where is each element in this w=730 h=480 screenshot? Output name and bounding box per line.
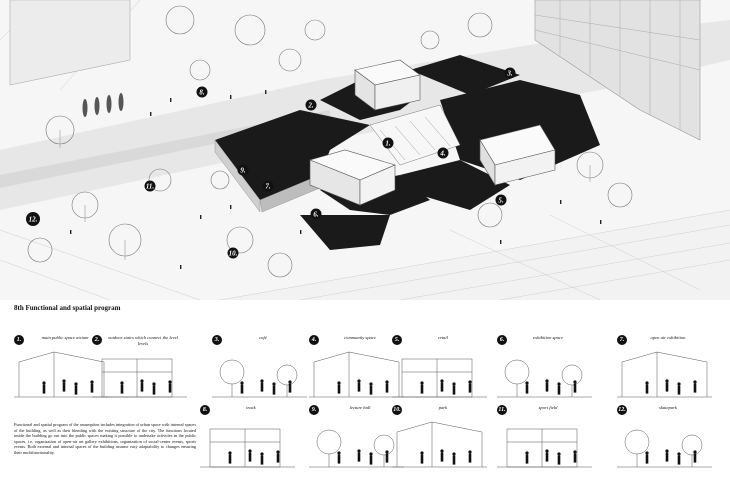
program-number-badge: 2. xyxy=(92,335,102,345)
program-caption: café xyxy=(259,335,267,340)
program-caption: track xyxy=(246,405,256,410)
program-sketch xyxy=(497,359,592,398)
program-panel-7: 7. open air exhibition xyxy=(617,335,712,409)
site-marker-5: 5. xyxy=(495,194,507,206)
site-marker-1: 1. xyxy=(382,137,394,149)
program-number-badge: 11. xyxy=(497,405,507,415)
site-marker-4: 4. xyxy=(437,147,449,159)
program-caption: lecture hall xyxy=(349,405,371,410)
program-caption: community space xyxy=(344,335,376,340)
site-marker-label: 8. xyxy=(199,88,205,96)
site-marker-3: 3. xyxy=(504,67,516,79)
site-marker-7: 7. xyxy=(262,180,274,192)
program-number-badge: 1. xyxy=(14,335,24,345)
program-panel-12: 12. skatepark xyxy=(617,405,712,479)
site-marker-label: 4. xyxy=(439,149,446,157)
site-marker-label: 9. xyxy=(240,166,246,174)
program-sketch xyxy=(200,428,295,468)
site-marker-label: 1. xyxy=(385,139,391,147)
site-marker-2: 2. xyxy=(305,99,317,111)
program-number-badge: 4. xyxy=(309,335,319,345)
program-number-badge: 12. xyxy=(617,405,627,415)
program-panel-6: 6. exhibition space xyxy=(497,335,592,409)
site-marker-label: 5. xyxy=(498,196,504,204)
program-caption: outdoor stairs which connect the level l… xyxy=(107,335,179,346)
site-marker-label: 3. xyxy=(506,69,513,77)
program-sketch xyxy=(309,351,404,398)
program-number-badge: 8. xyxy=(200,405,210,415)
program-sketch xyxy=(392,421,487,468)
program-panel-1: 1. main public space atrium xyxy=(14,335,109,409)
program-caption: skatepark xyxy=(659,405,677,410)
program-sketch xyxy=(212,359,307,398)
program-sketch xyxy=(92,358,187,398)
program-sketch xyxy=(617,429,712,468)
program-panel-8: 8. track xyxy=(200,405,295,479)
program-number-badge: 6. xyxy=(497,335,507,345)
site-marker-8: 8. xyxy=(196,86,208,98)
program-caption: exhibition space xyxy=(533,335,563,340)
program-caption: open air exhibition xyxy=(650,335,686,340)
program-number-badge: 5. xyxy=(392,335,402,345)
site-marker-11: 11. xyxy=(144,180,156,192)
program-caption: main public space atrium xyxy=(41,335,89,340)
site-marker-label: 7. xyxy=(265,182,271,190)
program-number-badge: 7. xyxy=(617,335,627,345)
site-marker-label: 2. xyxy=(307,101,314,109)
site-marker-label: 11. xyxy=(146,182,155,190)
program-caption: park xyxy=(438,405,448,410)
program-description: Functional and spatial program of the as… xyxy=(14,422,196,455)
program-number-badge: 9. xyxy=(309,405,319,415)
site-marker-label: 10. xyxy=(229,249,238,257)
site-marker-6: 6. xyxy=(310,208,322,220)
program-panel-4: 4. community space xyxy=(309,335,404,409)
site-marker-label: 12. xyxy=(29,215,38,223)
program-panel-9: 9. lecture hall xyxy=(309,405,404,479)
site-marker-9: 9. xyxy=(237,164,249,176)
program-number-badge: 10. xyxy=(392,405,402,415)
site-marker-12: 12. xyxy=(26,212,40,226)
program-sketch xyxy=(617,351,712,398)
program-sketch xyxy=(309,429,404,468)
program-panel-10: 10. park xyxy=(392,405,487,479)
program-panel-5: 5. retail xyxy=(392,335,487,409)
program-panel-2: 2. outdoor stairs which connect the level… xyxy=(92,335,187,409)
section-title: 8th Functional and spatial program xyxy=(14,304,121,312)
program-sketch xyxy=(497,428,592,468)
program-panel-3: 3. café xyxy=(212,335,307,409)
program-caption: retail xyxy=(438,335,448,340)
program-caption: sport field xyxy=(538,405,558,410)
site-marker-10: 10. xyxy=(227,247,239,259)
program-panel-11: 11. sport field xyxy=(497,405,592,479)
program-number-badge: 3. xyxy=(212,335,222,345)
program-sketch xyxy=(392,358,487,398)
axonometric-site-drawing: 1. 2. 3. 4. 5. 6. 7. 8. 9. 10. 11. 12. xyxy=(0,0,730,300)
site-marker-label: 6. xyxy=(313,210,319,218)
